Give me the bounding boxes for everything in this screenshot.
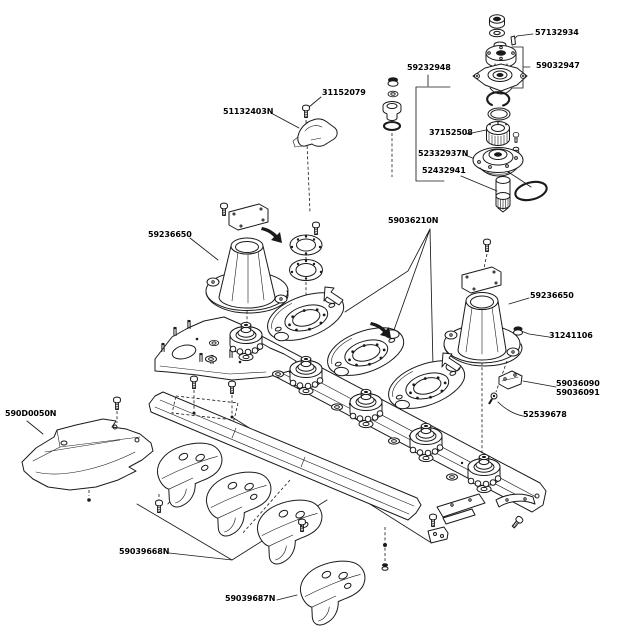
assembly-arrows [261,227,462,372]
right-cone-assembly [443,238,523,454]
part-label-52539678: 52539678 [523,410,567,419]
part-label-59232948: 59232948 [407,63,451,72]
arrow-white-right [441,352,462,372]
part-label-52432941: 52432941 [422,166,466,175]
part-label-59039687N: 59039687N [225,594,276,603]
deck-plate [154,316,297,381]
front-skid-bar [148,391,422,521]
o-ring [514,180,548,202]
small-o-ring [382,120,402,132]
set-pin [510,35,516,46]
part-label-52332937N: 52332937N [418,149,469,158]
skid-plate [21,396,154,502]
part-label-57132934: 57132934 [535,28,579,37]
disc-top-rings [289,221,323,299]
snap-ring [486,91,511,107]
part-label-590D0050N: 590D0050N [5,409,57,418]
bar-end-parts [298,493,536,571]
part-label-59036210N: 59036210N [388,216,439,225]
left-cone-assembly [205,202,289,322]
grease-fitting-stack [382,77,402,177]
part-label-59039668N: 59039668N [119,547,170,556]
part-label-31241106: 31241106 [549,331,593,340]
part-label-59236650-left: 59236650 [148,230,192,239]
part-label-51132403N: 51132403N [223,107,274,116]
clamp-bracket [427,526,449,544]
cap-bracket-assembly [292,104,338,214]
part-label-31152079: 31152079 [322,88,366,97]
arrow-black-left [261,227,282,243]
splined-shaft [495,176,511,184]
part-label-59036091: 59036091 [556,388,600,397]
part-label-59032947: 59032947 [536,61,580,70]
arrow-black-mid [370,322,391,338]
deck-fasteners [190,375,236,419]
top-spindle-assembly [472,14,548,213]
skid-shoes [151,436,375,629]
arrow-white-left [323,286,344,306]
top-washer [489,28,505,38]
part-label-59036090: 59036090 [556,379,600,388]
part-label-59236650-right: 59236650 [530,291,574,300]
part-label-37152508: 37152508 [429,128,473,137]
